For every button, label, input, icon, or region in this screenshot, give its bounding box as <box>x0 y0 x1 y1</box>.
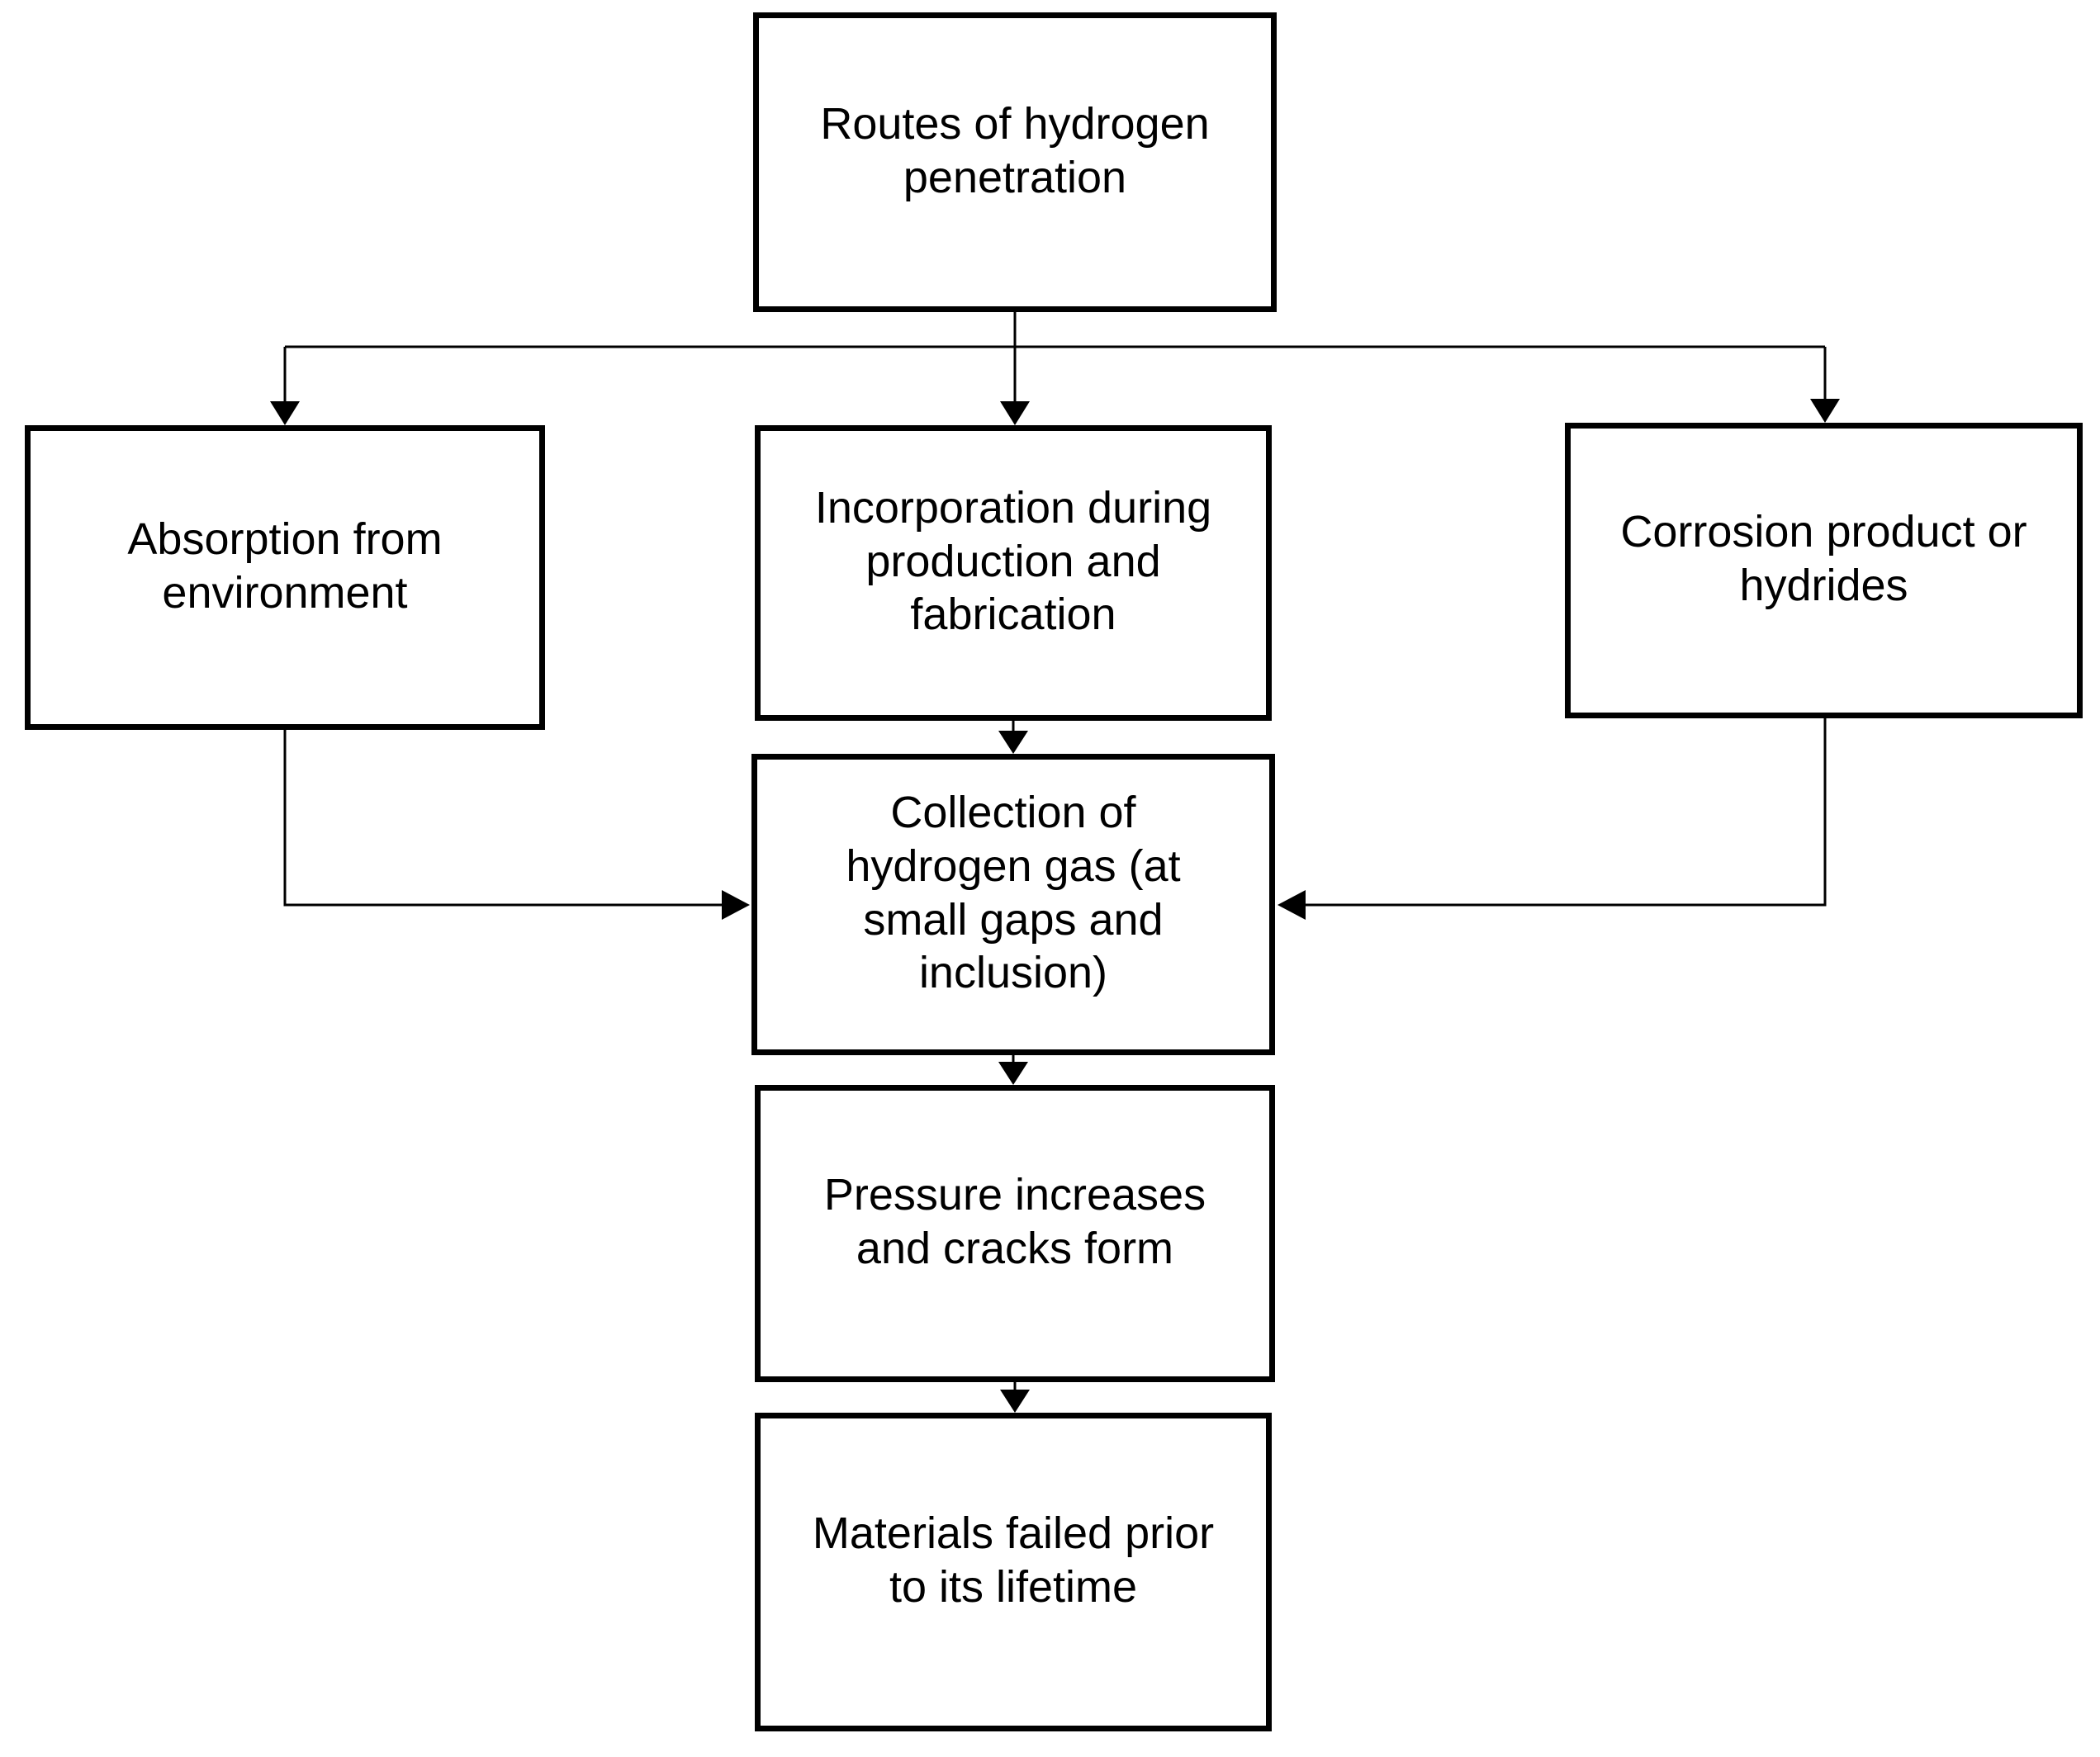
node-pressure-increases-cracks-form: Pressure increases and cracks form <box>755 1085 1275 1382</box>
arrowhead-absorption-to-collection <box>722 890 750 920</box>
arrowhead-corrosion-to-collection <box>1278 890 1306 920</box>
node-collection-label: Collection of hydrogen gas (at small gap… <box>846 787 1181 998</box>
node-collection-of-hydrogen-gas: Collection of hydrogen gas (at small gap… <box>751 754 1275 1055</box>
node-absorption-from-environment: Absorption from environment <box>25 425 545 730</box>
node-incorporation-during-production: Incorporation during production and fabr… <box>755 425 1272 721</box>
node-routes-of-hydrogen-penetration: Routes of hydrogen penetration <box>753 12 1277 312</box>
node-corrosion-label: Corrosion product or hydrides <box>1620 507 2027 610</box>
arrowhead-pressure-to-failure <box>1000 1390 1030 1413</box>
arrowhead-incorporation-to-collection <box>998 731 1028 754</box>
arrowhead-to-corrosion <box>1810 399 1840 423</box>
arrowhead-collection-to-pressure <box>998 1062 1028 1085</box>
arrowhead-to-absorption <box>270 401 300 425</box>
arrowhead-to-incorporation <box>1000 401 1030 425</box>
node-failure-label: Materials failed prior to its lifetime <box>812 1508 1215 1612</box>
node-routes-label: Routes of hydrogen penetration <box>820 98 1210 202</box>
node-materials-failed-prior-lifetime: Materials failed prior to its lifetime <box>755 1413 1272 1731</box>
node-corrosion-product-or-hydrides: Corrosion product or hydrides <box>1565 423 2083 718</box>
node-pressure-label: Pressure increases and cracks form <box>823 1170 1206 1273</box>
connector-absorption-to-collection <box>283 730 722 907</box>
node-incorporation-label: Incorporation during production and fabr… <box>814 482 1212 640</box>
connector-corrosion-to-collection <box>1305 718 1827 907</box>
node-absorption-label: Absorption from environment <box>127 514 443 618</box>
